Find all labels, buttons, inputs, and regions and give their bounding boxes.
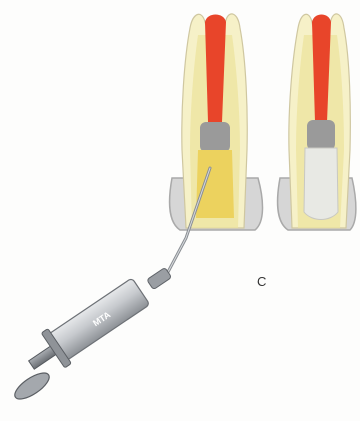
gutta-barrier-left bbox=[200, 122, 230, 152]
syringe-thumb-rest bbox=[11, 368, 53, 404]
mta-fill-wet bbox=[196, 150, 234, 218]
tooth-mta-set bbox=[278, 14, 356, 230]
gutta-barrier-right bbox=[307, 120, 335, 150]
tooth-mta-placement bbox=[170, 14, 263, 230]
mta-fill-set bbox=[304, 148, 338, 220]
panel-letter: C bbox=[257, 274, 267, 289]
